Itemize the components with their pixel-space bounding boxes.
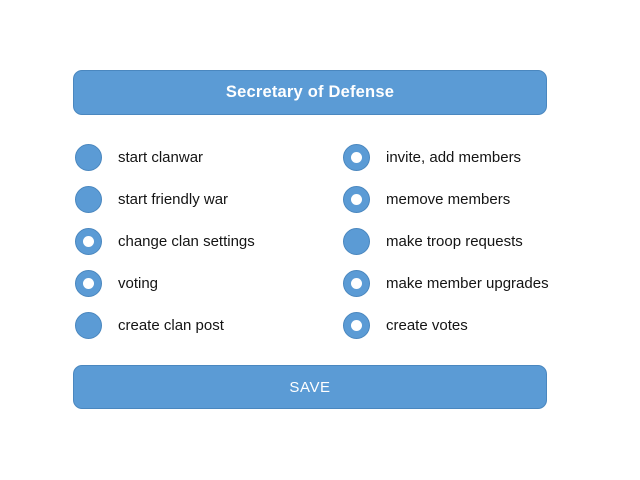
hollow-circle-icon[interactable] <box>75 269 102 297</box>
permission-row[interactable]: invite, add members <box>343 136 549 178</box>
save-button[interactable]: SAVE <box>73 365 547 409</box>
permissions-column-left: start clanwar start friendly war change cl… <box>75 136 255 346</box>
permission-row[interactable]: create votes <box>343 304 549 346</box>
page-title-bar: Secretary of Defense <box>73 70 547 115</box>
filled-circle-icon[interactable] <box>75 185 102 213</box>
hollow-circle-icon[interactable] <box>343 143 370 171</box>
permission-row[interactable]: make member upgrades <box>343 262 549 304</box>
permission-label: start clanwar <box>118 148 204 166</box>
permissions-columns: start clanwar start friendly war change cl… <box>0 136 640 348</box>
permission-label: make member upgrades <box>386 274 549 292</box>
permission-label: create votes <box>386 316 468 334</box>
permission-row[interactable]: voting <box>75 262 255 304</box>
filled-circle-icon[interactable] <box>75 311 102 339</box>
permission-row[interactable]: start clanwar <box>75 136 255 178</box>
filled-circle-icon[interactable] <box>75 143 102 171</box>
permission-label: make troop requests <box>386 232 523 250</box>
permission-label: invite, add members <box>386 148 522 166</box>
permission-label: start friendly war <box>118 190 229 208</box>
permissions-column-right: invite, add members memove members make tr… <box>343 136 549 346</box>
permission-row[interactable]: create clan post <box>75 304 255 346</box>
permission-row[interactable]: change clan settings <box>75 220 255 262</box>
permission-label: memove members <box>386 190 511 208</box>
permission-row[interactable]: memove members <box>343 178 549 220</box>
permission-label: voting <box>118 274 159 292</box>
hollow-circle-icon[interactable] <box>75 227 102 255</box>
hollow-circle-icon[interactable] <box>343 311 370 339</box>
save-button-label: SAVE <box>289 378 331 396</box>
permission-label: create clan post <box>118 316 224 334</box>
permission-row[interactable]: make troop requests <box>343 220 549 262</box>
permission-row[interactable]: start friendly war <box>75 178 255 220</box>
filled-circle-icon[interactable] <box>343 227 370 255</box>
hollow-circle-icon[interactable] <box>343 269 370 297</box>
page-title: Secretary of Defense <box>225 83 395 101</box>
hollow-circle-icon[interactable] <box>343 185 370 213</box>
permission-label: change clan settings <box>118 232 255 250</box>
